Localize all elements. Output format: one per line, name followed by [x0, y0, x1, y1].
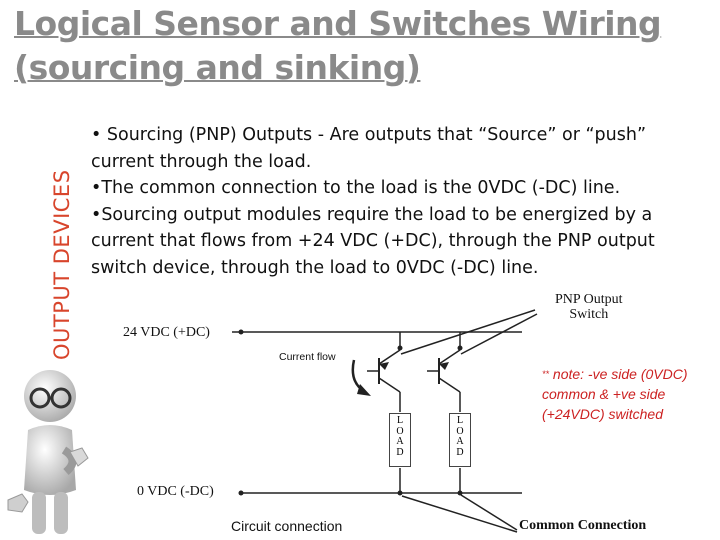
bottom-rail-label: 0 VDC (-DC)	[137, 484, 214, 499]
load-letter: L	[396, 415, 404, 426]
thinking-figure-illustration	[7, 370, 89, 534]
common-connection-label: Common Connection	[519, 518, 647, 533]
load-letter: O	[456, 425, 464, 437]
side-label: OUTPUT DEVICES	[50, 169, 74, 360]
wiring-lines	[232, 309, 538, 533]
load-letter: A	[456, 436, 464, 447]
load-letter: L	[456, 415, 464, 426]
bullet-item: •Sourcing output modules require the loa…	[91, 204, 655, 278]
load-box-1: L O A D	[389, 413, 411, 467]
note-text: note: -ve side (0VDC) common & +ve side …	[542, 366, 688, 422]
pnp-switch-label: PNP Output Switch	[555, 292, 623, 322]
pnp-switch-label-line1: PNP Output	[555, 292, 623, 307]
bullet-list: • Sourcing (PNP) Outputs - Are outputs t…	[91, 122, 691, 281]
load-letter: O	[396, 425, 404, 437]
wiring-diagram: 24 VDC (+DC) 0 VDC (-DC) Current flow PN…	[117, 288, 677, 540]
load-letter: A	[396, 436, 404, 447]
bullet-item: •The common connection to the load is th…	[91, 178, 621, 198]
load-letter: D	[396, 446, 404, 458]
bullet-item: • Sourcing (PNP) Outputs - Are outputs t…	[91, 125, 647, 172]
top-rail-label: 24 VDC (+DC)	[123, 325, 210, 340]
circuit-connection-label: Circuit connection	[231, 518, 343, 534]
pnp-switch-label-line2: Switch	[569, 307, 609, 322]
current-flow-label: Current flow	[279, 351, 336, 363]
note-asterisks: **	[542, 369, 550, 379]
slide-title: Logical Sensor and Switches Wiring (sour…	[14, 4, 662, 87]
load-letter: D	[456, 446, 464, 458]
load-box-2: L O A D	[449, 413, 471, 467]
wiring-note: ** note: -ve side (0VDC) common & +ve si…	[542, 364, 720, 424]
